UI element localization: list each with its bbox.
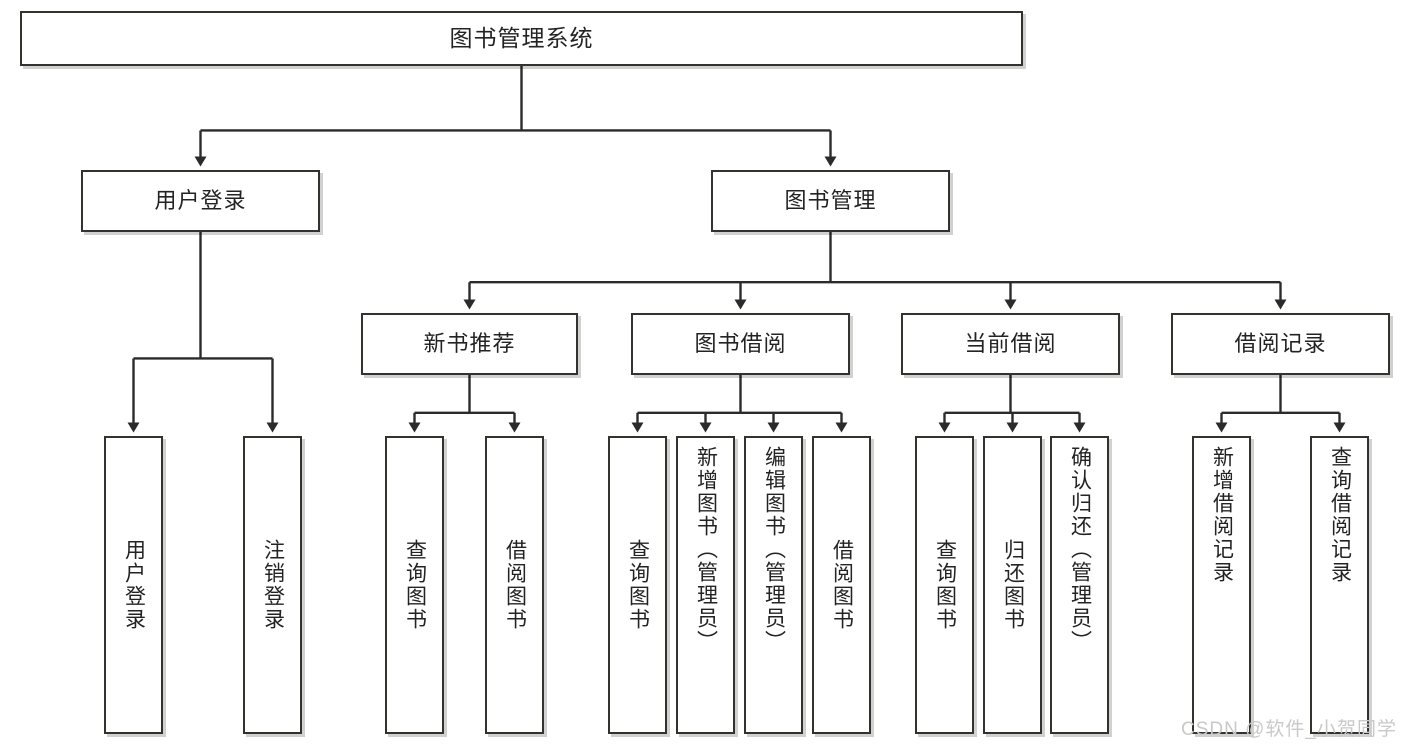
node-leaf-query-c[interactable]: 查询图书	[915, 436, 974, 734]
node-label: 用户登录	[154, 187, 247, 213]
node-leaf-logout[interactable]: 注销登录	[243, 436, 302, 734]
node-leaf-query-rec[interactable]: 查询借阅记录	[1310, 436, 1369, 734]
node-root[interactable]: 图书管理系统	[20, 11, 1023, 66]
node-label: 借阅记录	[1234, 330, 1327, 356]
node-leaf-add-rec[interactable]: 新增借阅记录	[1192, 436, 1251, 734]
node-current[interactable]: 当前借阅	[901, 313, 1120, 375]
node-leaf-borrow-new[interactable]: 借阅图书	[485, 436, 544, 734]
node-label: 新书推荐	[423, 330, 516, 356]
node-login[interactable]: 用户登录	[81, 170, 320, 232]
node-label: 新增图书（管理员）	[694, 446, 718, 653]
node-leaf-borrow-book[interactable]: 借阅图书	[812, 436, 871, 734]
node-borrow[interactable]: 图书借阅	[631, 313, 850, 375]
node-label: 查询图书	[626, 539, 650, 631]
node-records[interactable]: 借阅记录	[1171, 313, 1390, 375]
node-label: 图书借阅	[694, 330, 787, 356]
node-label: 注销登录	[261, 539, 285, 631]
node-label: 查询图书	[933, 539, 957, 631]
node-leaf-add-book[interactable]: 新增图书（管理员）	[676, 436, 735, 734]
node-leaf-query-new[interactable]: 查询图书	[385, 436, 444, 734]
node-leaf-confirm[interactable]: 确认归还（管理员）	[1050, 436, 1109, 734]
node-label: 查询图书	[403, 539, 427, 631]
node-label: 用户登录	[122, 539, 146, 631]
node-label: 查询借阅记录	[1328, 446, 1352, 584]
node-leaf-return[interactable]: 归还图书	[983, 436, 1042, 734]
node-label: 借阅图书	[830, 539, 854, 631]
node-label: 归还图书	[1001, 539, 1025, 631]
node-leaf-login[interactable]: 用户登录	[104, 436, 163, 734]
node-label: 确认归还（管理员）	[1068, 446, 1092, 653]
node-label: 图书管理	[784, 187, 877, 213]
node-label: 当前借阅	[964, 330, 1057, 356]
node-leaf-edit-book[interactable]: 编辑图书（管理员）	[744, 436, 803, 734]
node-label: 图书管理系统	[449, 24, 594, 51]
node-leaf-query-b[interactable]: 查询图书	[608, 436, 667, 734]
node-newbook[interactable]: 新书推荐	[361, 313, 578, 375]
node-bookmgmt[interactable]: 图书管理	[711, 170, 950, 232]
node-label: 编辑图书（管理员）	[762, 446, 786, 653]
node-label: 新增借阅记录	[1210, 446, 1234, 584]
node-label: 借阅图书	[503, 539, 527, 631]
